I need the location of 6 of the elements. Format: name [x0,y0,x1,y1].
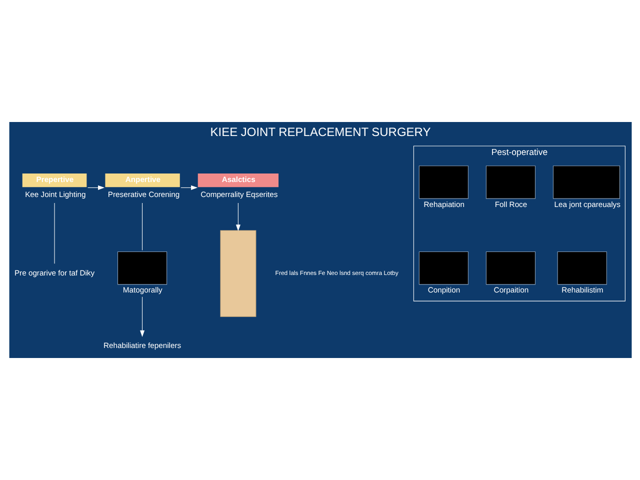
diagram-title: KIEE JOINT REPLACEMENT SURGERY [210,124,430,139]
arrow [139,296,144,337]
arrow [180,185,198,190]
arrow [87,185,104,190]
arrow [235,202,240,232]
node-box [220,230,256,317]
